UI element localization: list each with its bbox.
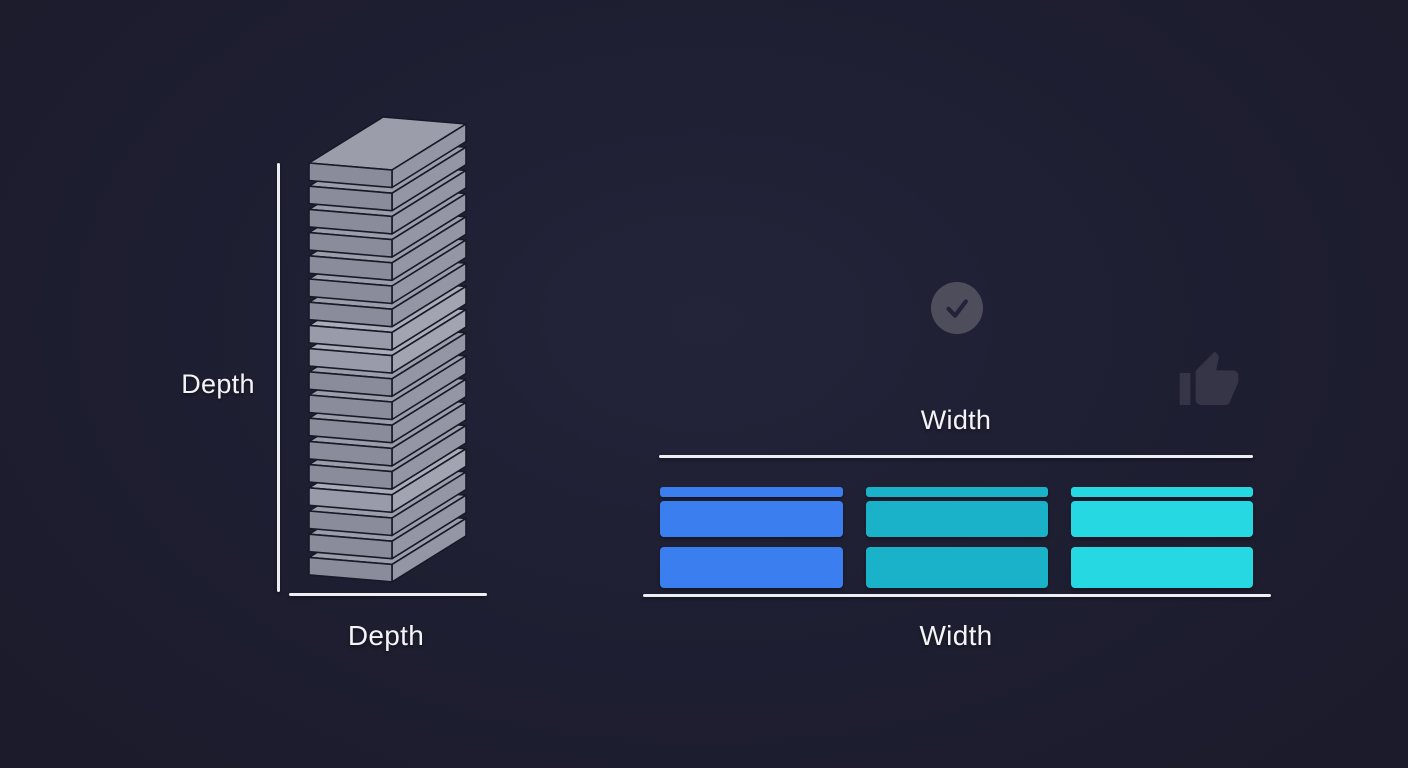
width-bar-teal-column-large xyxy=(866,547,1048,588)
width-bar-cyan-column-thin xyxy=(1071,487,1253,497)
width-bar-cyan-column-large xyxy=(1071,547,1253,588)
depth-axis-line xyxy=(277,163,280,592)
width-bar-grid xyxy=(660,487,1253,588)
check-badge xyxy=(931,282,983,334)
width-bar-teal-column-thin xyxy=(866,487,1048,497)
check-icon xyxy=(946,299,968,318)
width-top-line xyxy=(659,455,1253,458)
width-bar-teal-column-medium xyxy=(866,501,1048,537)
width-bar-blue-column-thin xyxy=(660,487,843,497)
width-caption: Width xyxy=(919,620,993,651)
depth-caption: Depth xyxy=(347,620,425,651)
width-bottom-line xyxy=(643,594,1271,597)
width-bar-blue-column-medium xyxy=(660,501,843,537)
layer-stack-illustration xyxy=(308,116,467,583)
depth-base-line xyxy=(289,593,487,596)
thumbs-up-icon xyxy=(1179,351,1239,405)
width-heading: Width xyxy=(920,405,992,435)
width-bar-blue-column-large xyxy=(660,547,843,588)
width-bar-cyan-column-medium xyxy=(1071,501,1253,537)
stack-layer xyxy=(308,116,467,189)
depth-axis-label: Depth xyxy=(181,369,255,399)
